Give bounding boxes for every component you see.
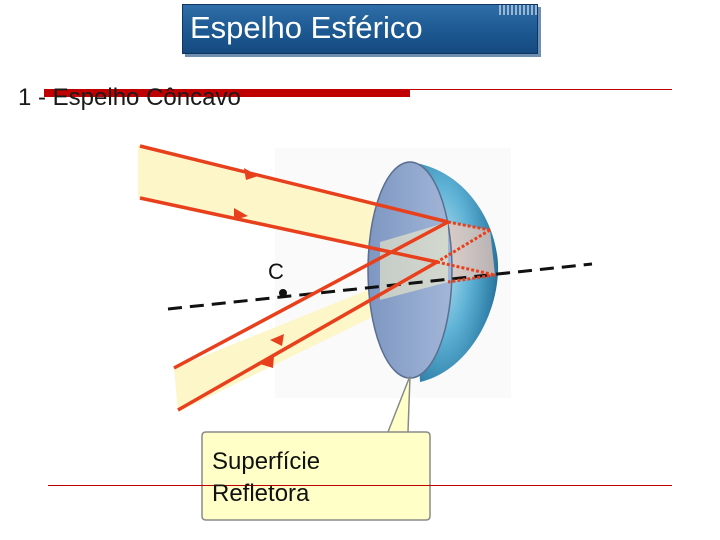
callout-text: Superfície Refletora [212, 446, 402, 510]
ray-arrow-2 [234, 208, 248, 220]
callout-line-2: Refletora [212, 480, 310, 507]
footer-rule [48, 485, 672, 486]
principal-axis [167, 262, 593, 311]
ray-dotted-4 [447, 273, 496, 284]
callout-bubble [201, 375, 431, 521]
ray-dotted-1 [447, 220, 491, 232]
ray-reflected-lower [177, 260, 438, 412]
ray-arrow-1 [244, 168, 258, 180]
title-decoration [499, 5, 539, 15]
ray-dotted-2 [436, 228, 491, 264]
subtitle-underline-line [410, 89, 672, 90]
subtitle-underline-bar [44, 89, 410, 97]
callout-line-1: Superfície [212, 448, 321, 475]
ray-incident-second [139, 196, 438, 264]
center-point [279, 289, 287, 297]
ray-arrow-3 [270, 334, 284, 346]
slide-title-box: Espelho Esférico [182, 4, 539, 54]
center-label: C [268, 259, 284, 284]
ray-reflected-upper [173, 220, 449, 370]
slide-title: Espelho Esférico [190, 10, 423, 45]
ray-incident-top [139, 144, 449, 224]
slide-subtitle: 1 - Espelho Côncavo [18, 84, 241, 111]
ray-arrow-4 [260, 356, 274, 368]
